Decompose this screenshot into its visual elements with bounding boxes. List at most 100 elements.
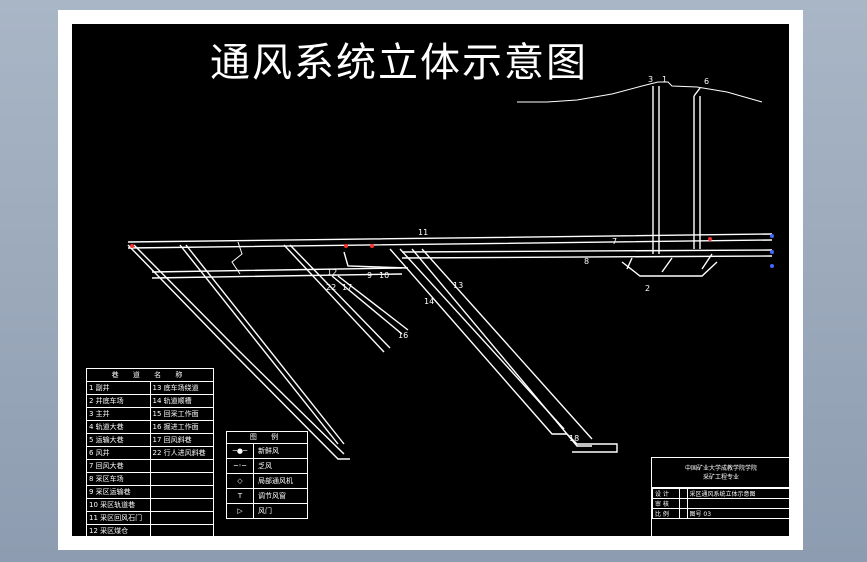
label-22: 22 — [326, 283, 336, 292]
title-block-cell — [679, 508, 688, 519]
shaft-bottom-links — [626, 253, 713, 273]
roadway-table-cell — [149, 472, 214, 486]
ventilation-diagram: 1 3 6 11 7 8 9 10 12 13 14 16 17 22 18 2 — [127, 75, 774, 460]
fresh-air-marker — [344, 244, 348, 248]
working-face — [566, 433, 618, 453]
label-13: 13 — [453, 281, 463, 290]
main-shaft — [652, 86, 660, 254]
incline-5 — [389, 248, 567, 435]
incline-3 — [283, 244, 391, 353]
legend-symbol-icon: ▷ — [227, 504, 254, 518]
return-airway — [127, 233, 773, 249]
surface-line — [517, 81, 763, 103]
break-symbol — [231, 241, 243, 275]
lower-roadway — [151, 267, 403, 279]
roadway-table-cell — [149, 524, 214, 538]
roadway-table-cell: 4 轨道大巷 — [86, 420, 151, 434]
endpoint-marker — [770, 264, 774, 268]
roadway-table-cell: 15 回采工作面 — [149, 407, 214, 421]
roadway-table-cell: 14 轨道顺槽 — [149, 394, 214, 408]
label-16: 16 — [398, 331, 408, 340]
legend-symbol-icon: T — [227, 489, 254, 503]
legend-title: 图 例 — [227, 432, 307, 444]
endpoint-marker — [770, 250, 774, 254]
roadway-table-cell: 9 采区运输巷 — [86, 485, 151, 499]
air-shaft — [693, 87, 701, 249]
roadway-table-cell: 16 掘进工作面 — [149, 420, 214, 434]
legend-item: ▷ 风门 — [227, 504, 307, 518]
roadway-table-row: 10 采区轨道巷 — [86, 498, 214, 512]
incline-1 — [127, 244, 350, 460]
title-block-row: 比 例图号 03 — [651, 508, 790, 519]
roadway-table-cell: 5 运输大巷 — [86, 433, 151, 447]
label-7: 7 — [612, 237, 617, 246]
school-name: 中国矿业大学成教学院学院 — [684, 465, 757, 472]
label-8: 8 — [584, 257, 589, 266]
label-18: 18 — [569, 434, 579, 443]
title-block-cell — [679, 488, 688, 499]
title-block-header: 中国矿业大学成教学院学院 采矿工程专业 — [652, 458, 790, 488]
title-block-cell: 采区通风系统立体示意图 — [686, 488, 790, 499]
legend: 图 例 ─●─ 新鲜风 ─◦─ 乏风 ◇ 局部通风机 T 调节风窗 ▷ 风门 — [226, 431, 308, 519]
roadway-table-row: 8 采区车场 — [86, 472, 214, 486]
roadway-table-cell: 3 主井 — [86, 407, 151, 421]
roadway-table-cell — [149, 485, 214, 499]
endpoint-marker — [770, 234, 774, 238]
roadway-table-row: 11 采区回风石门 — [86, 511, 214, 525]
roadway-table-cell: 12 采区煤仓 — [86, 524, 151, 538]
title-block: 中国矿业大学成教学院学院 采矿工程专业 设 计采区通风系统立体示意图审 核比 例… — [651, 457, 791, 538]
roadway-table-cell: 17 回风斜巷 — [149, 433, 214, 447]
label-14: 14 — [424, 297, 434, 306]
title-block-cell: 比 例 — [651, 508, 681, 519]
roadway-table-cell: 7 回风大巷 — [86, 459, 151, 473]
legend-label: 新鲜风 — [258, 447, 279, 455]
label-12: 12 — [327, 268, 337, 277]
legend-symbol-icon: ─◦─ — [227, 459, 254, 473]
incline-2 — [179, 244, 345, 445]
title-block-cell: 图号 03 — [686, 508, 790, 519]
roadway-table-cell: 8 采区车场 — [86, 472, 151, 486]
roadway-table-row: 9 采区运输巷 — [86, 485, 214, 499]
fresh-air-marker — [708, 237, 712, 241]
connector — [343, 251, 409, 269]
roadway-table-cell: 22 行人进风斜巷 — [149, 446, 214, 460]
title-block-row: 设 计采区通风系统立体示意图 — [651, 488, 790, 499]
incline-1b — [133, 244, 345, 455]
label-6: 6 — [704, 77, 709, 86]
label-11: 11 — [418, 228, 428, 237]
legend-item: ◇ 局部通风机 — [227, 474, 307, 489]
roadway-table-header: 巷 道 名 称 — [86, 368, 214, 382]
roadway-table-cell: 13 底车场绕道 — [149, 381, 214, 395]
incline-6 — [411, 248, 593, 447]
legend-label: 风门 — [258, 507, 272, 515]
roadway-table-row: 7 回风大巷 — [86, 459, 214, 473]
roadway-table-cell — [149, 498, 214, 512]
legend-label: 乏风 — [258, 462, 272, 470]
legend-symbol-icon: ─●─ — [227, 444, 254, 458]
title-block-cell: 设 计 — [651, 488, 681, 499]
drawing-area: 1 3 6 11 7 8 9 10 12 13 14 16 17 22 18 2… — [71, 23, 791, 538]
legend-label: 调节风窗 — [258, 492, 286, 500]
label-3: 3 — [648, 75, 653, 84]
roadway-table-cell: 11 采区回风石门 — [86, 511, 151, 525]
label-17: 17 — [342, 283, 352, 292]
legend-item: ─◦─ 乏风 — [227, 459, 307, 474]
legend-item: ─●─ 新鲜风 — [227, 444, 307, 459]
title-block-cell — [679, 498, 688, 509]
incline-4 — [331, 275, 409, 335]
legend-symbol-icon: ◇ — [227, 474, 254, 488]
shaft-bottom — [621, 261, 718, 277]
legend-label: 局部通风机 — [258, 477, 293, 485]
roadway-table-row: 12 采区煤仓 — [86, 524, 214, 538]
drawing-sheet: 1 3 6 11 7 8 9 10 12 13 14 16 17 22 18 2… — [58, 10, 803, 550]
label-9: 9 — [367, 271, 372, 280]
diagram-title: 通风系统立体示意图 — [210, 40, 588, 86]
title-block-cell: 审 核 — [651, 498, 681, 509]
label-10: 10 — [379, 271, 389, 280]
